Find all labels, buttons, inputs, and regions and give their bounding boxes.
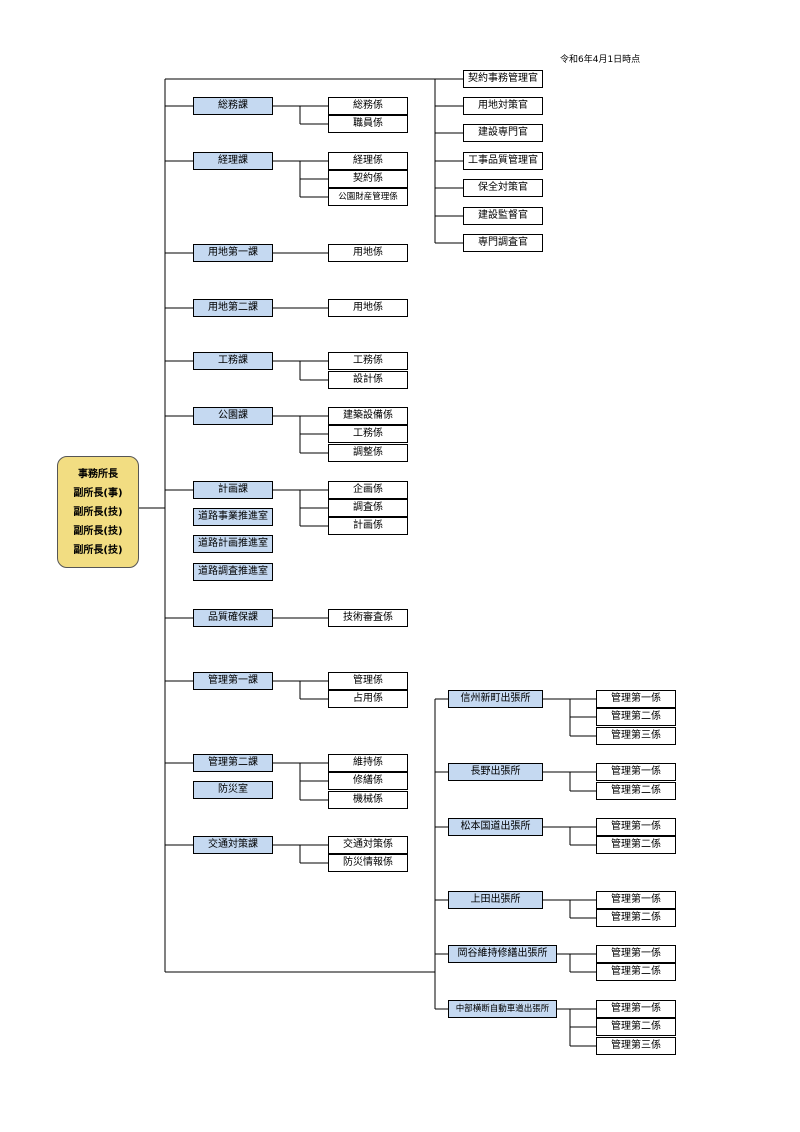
branch-section-box: 管理第一係	[596, 1000, 676, 1018]
section-box: 維持係	[328, 754, 408, 772]
department-box: 用地第二課	[193, 299, 273, 317]
department-box: 管理第一課	[193, 672, 273, 690]
department-box: 総務課	[193, 97, 273, 115]
section-box: 企画係	[328, 481, 408, 499]
branch-section-box: 管理第一係	[596, 690, 676, 708]
branch-section-box: 管理第二係	[596, 836, 676, 854]
head-title: 副所長(技)	[73, 526, 123, 537]
section-box: 調査係	[328, 499, 408, 517]
department-box: 品質確保課	[193, 609, 273, 627]
head-title: 副所長(事)	[73, 488, 123, 499]
department-box: 用地第一課	[193, 244, 273, 262]
date-label: 令和6年4月1日時点	[560, 55, 641, 65]
department-box: 計画課	[193, 481, 273, 499]
director-box: 事務所長 副所長(事) 副所長(技) 副所長(技) 副所長(技)	[57, 456, 139, 568]
branch-section-box: 管理第三係	[596, 1037, 676, 1055]
branch-section-box: 管理第二係	[596, 708, 676, 726]
officer-box: 契約事務管理官	[463, 70, 543, 88]
department-box: 公園課	[193, 407, 273, 425]
officer-box: 建設監督官	[463, 207, 543, 225]
head-title: 副所長(技)	[73, 545, 123, 556]
branch-section-box: 管理第三係	[596, 727, 676, 745]
office-box: 道路計画推進室	[193, 535, 273, 553]
section-box: 技術審査係	[328, 609, 408, 627]
section-box: 調整係	[328, 444, 408, 462]
branch-box: 岡谷維持修繕出張所	[448, 945, 557, 963]
branch-section-box: 管理第二係	[596, 909, 676, 927]
department-box: 交通対策課	[193, 836, 273, 854]
section-box: 建築設備係	[328, 407, 408, 425]
branch-box: 松本国道出張所	[448, 818, 543, 836]
branch-box: 中部横断自動車道出張所	[448, 1000, 557, 1018]
department-box: 経理課	[193, 152, 273, 170]
section-box: 設計係	[328, 371, 408, 389]
branch-box: 長野出張所	[448, 763, 543, 781]
head-title: 事務所長	[78, 469, 118, 480]
branch-section-box: 管理第一係	[596, 818, 676, 836]
section-box: 工務係	[328, 352, 408, 370]
section-box: 工務係	[328, 425, 408, 443]
section-box: 経理係	[328, 152, 408, 170]
branch-box: 信州新町出張所	[448, 690, 543, 708]
branch-section-box: 管理第二係	[596, 1018, 676, 1036]
office-box: 防災室	[193, 781, 273, 799]
branch-section-box: 管理第一係	[596, 763, 676, 781]
section-box: 交通対策係	[328, 836, 408, 854]
section-box: 計画係	[328, 517, 408, 535]
section-box: 総務係	[328, 97, 408, 115]
office-box: 道路調査推進室	[193, 563, 273, 581]
section-box: 公園財産管理係	[328, 188, 408, 206]
department-box: 工務課	[193, 352, 273, 370]
branch-box: 上田出張所	[448, 891, 543, 909]
section-box: 契約係	[328, 170, 408, 188]
section-box: 防災情報係	[328, 854, 408, 872]
department-box: 管理第二課	[193, 754, 273, 772]
officer-box: 保全対策官	[463, 179, 543, 197]
section-box: 用地係	[328, 244, 408, 262]
officer-box: 建設専門官	[463, 124, 543, 142]
branch-section-box: 管理第一係	[596, 891, 676, 909]
officer-box: 専門調査官	[463, 234, 543, 252]
section-box: 機械係	[328, 791, 408, 809]
branch-section-box: 管理第二係	[596, 963, 676, 981]
branch-section-box: 管理第二係	[596, 782, 676, 800]
section-box: 修繕係	[328, 772, 408, 790]
section-box: 職員係	[328, 115, 408, 133]
officer-box: 工事品質管理官	[463, 152, 543, 170]
head-title: 副所長(技)	[73, 507, 123, 518]
section-box: 管理係	[328, 672, 408, 690]
branch-section-box: 管理第一係	[596, 945, 676, 963]
section-box: 占用係	[328, 690, 408, 708]
section-box: 用地係	[328, 299, 408, 317]
office-box: 道路事業推進室	[193, 508, 273, 526]
officer-box: 用地対策官	[463, 97, 543, 115]
